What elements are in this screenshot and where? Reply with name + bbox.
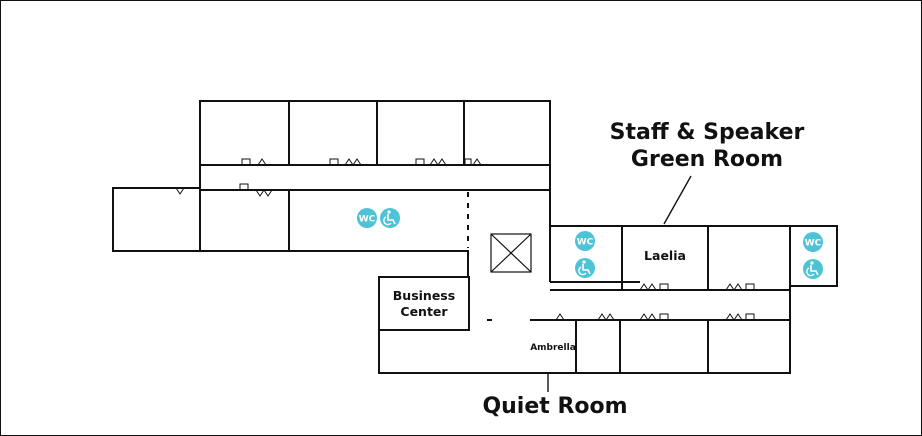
staff-callout-line2: Green Room: [631, 147, 783, 172]
quiet-room-label: Quiet Room: [482, 394, 627, 419]
staff-green-room-callout[interactable]: Staff & Speaker Green Room: [610, 120, 805, 225]
business-center-label-line1: Business: [393, 288, 455, 303]
staff-callout-leader: [663, 175, 692, 225]
restroom-badge-center: WC: [575, 231, 595, 278]
wheelchair-icon: [380, 208, 400, 228]
laelia-room[interactable]: Laelia: [644, 248, 686, 263]
ambrella-label: Ambrella: [530, 343, 576, 353]
quiet-room-callout[interactable]: Quiet Room: [482, 373, 628, 419]
staff-callout-line1: Staff & Speaker: [610, 120, 805, 145]
business-center-room[interactable]: Business Center: [378, 276, 470, 331]
laelia-label: Laelia: [644, 248, 686, 263]
restroom-icon-label: WC: [577, 238, 594, 248]
left-wing-walls: [112, 101, 551, 282]
door-marks: [175, 158, 755, 321]
ambrella-room[interactable]: Ambrella: [530, 320, 577, 373]
elevator-core: [490, 233, 532, 273]
restroom-icon: [357, 208, 377, 228]
restroom-icon: [575, 231, 595, 251]
lower-right-rooms: [619, 320, 709, 373]
restroom-badge-right: WC: [803, 232, 823, 279]
restroom-icon: [803, 232, 823, 252]
wheelchair-icon: [575, 258, 595, 278]
restroom-icon-label: WC: [359, 215, 376, 225]
restroom-badge-left: WC: [357, 208, 400, 228]
business-center-label-line2: Center: [400, 304, 448, 319]
right-wing: [550, 225, 838, 312]
restroom-icon-label: WC: [805, 239, 822, 249]
wheelchair-icon: [803, 259, 823, 279]
